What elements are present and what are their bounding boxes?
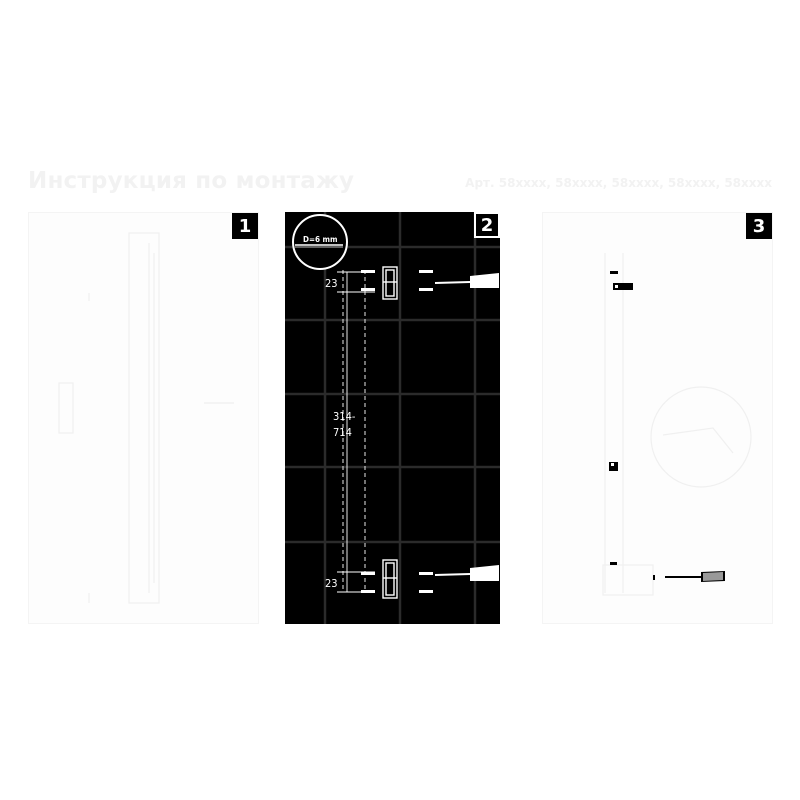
bottom-screws [361, 572, 433, 593]
step-number-badge: 3 [746, 213, 772, 239]
step-number-badge: 1 [232, 213, 258, 239]
dimension-lines [337, 270, 375, 593]
step-1-panel: 1 [28, 212, 259, 624]
page-title: Инструкция по монтажу [28, 168, 355, 194]
top-bracket-parts [610, 271, 633, 290]
screwdriver-top [434, 273, 499, 288]
bottom-bracket [382, 559, 398, 599]
step-number-badge: 2 [474, 212, 500, 238]
step-2-panel: D=6 mm 23 314- 714 23 2 [285, 212, 500, 624]
step-1-illustration [58, 232, 234, 604]
wall-clip [609, 462, 618, 471]
drill-bit-inset [292, 214, 348, 270]
dimension-bottom-label: 23 [325, 577, 338, 590]
model-numbers: Арт. 58xxxx, 58xxxx, 58xxxx, 58xxxx, 58x… [465, 176, 772, 190]
step-3-panel: 3 [542, 212, 773, 624]
bottom-bracket-parts [610, 562, 725, 582]
top-screws [361, 270, 433, 291]
dimension-top-label: 23 [325, 277, 338, 290]
step-3-illustration [602, 253, 752, 596]
drill-diameter-label: D=6 mm [303, 235, 338, 244]
dimension-middle-label-2: 714 [333, 426, 352, 439]
screwdriver-bottom [434, 565, 499, 581]
tile-grid [285, 212, 500, 624]
step-2-illustration: D=6 mm 23 314- 714 23 [285, 212, 500, 624]
dimension-middle-label-1: 314- [333, 410, 356, 423]
top-bracket [382, 266, 398, 300]
